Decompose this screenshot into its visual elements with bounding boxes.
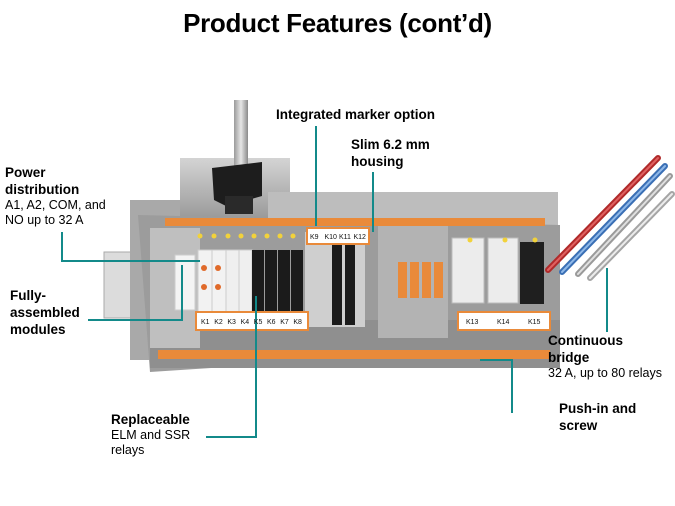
callout-title-line2: housing [351, 154, 404, 169]
callout-replaceable: Replaceable ELM and SSR relays [111, 411, 190, 458]
callout-sub-line2: relays [111, 443, 145, 457]
callout-title: Replaceable [111, 412, 190, 427]
marker-label-right-1: K14 [497, 319, 510, 326]
callout-title-line1: Continuous [548, 333, 623, 348]
marker-label-left-4: K5 [254, 319, 263, 326]
callout-slim-housing: Slim 6.2 mm housing [351, 136, 430, 170]
callout-continuous-bridge: Continuous bridge 32 A, up to 80 relays [548, 332, 662, 381]
callout-push-in: Push-in and screw [559, 400, 636, 434]
marker-label-left-1: K2 [214, 319, 223, 326]
marker-label-left-2: K3 [227, 319, 236, 326]
callout-line-fully-assembled [88, 265, 183, 321]
marker-label-top-0: K9 [310, 234, 319, 241]
marker-label-right-2: K15 [528, 319, 541, 326]
callout-title-line1: Fully- [10, 288, 46, 303]
marker-label-top-1: K10 [325, 234, 338, 241]
marker-label-right-0: K13 [466, 319, 479, 326]
callout-sub-line2: NO up to 32 A [5, 213, 84, 227]
callout-title: Integrated marker option [276, 107, 436, 122]
callout-integrated-marker: Integrated marker option [276, 106, 435, 123]
callout-fully-assembled: Fully- assembled modules [10, 287, 80, 338]
callout-title-line1: Slim 6.2 mm [351, 137, 430, 152]
callout-title-line2: screw [559, 418, 598, 433]
marker-label-top-3: K12 [354, 234, 367, 241]
callout-sub-line1: ELM and SSR [111, 428, 191, 442]
callout-sub: 32 A, up to 80 relays [548, 366, 662, 380]
callout-line-push-in [480, 359, 513, 413]
callout-sub-line1: A1, A2, COM, and [5, 198, 106, 212]
marker-label-left-5: K6 [267, 319, 276, 326]
callout-power-distribution: Power distribution A1, A2, COM, and NO u… [5, 164, 106, 228]
callout-line-replaceable [206, 296, 257, 438]
callout-title-line2: bridge [548, 350, 590, 365]
callout-title-line3: modules [10, 322, 66, 337]
marker-label-top-2: K11 [339, 234, 351, 241]
marker-label-left-3: K4 [241, 319, 250, 326]
callout-line-power-distribution [61, 232, 200, 262]
callout-title-line2: assembled [10, 305, 80, 320]
page-title: Product Features (cont’d) [183, 8, 492, 38]
marker-label-left-0: K1 [201, 319, 210, 326]
marker-label-left-7: K8 [293, 319, 302, 326]
callout-title-line2: distribution [5, 182, 80, 197]
callout-title-line1: Push-in and [559, 401, 637, 416]
callout-title-line1: Power [5, 165, 46, 180]
marker-label-left-6: K7 [280, 319, 289, 326]
